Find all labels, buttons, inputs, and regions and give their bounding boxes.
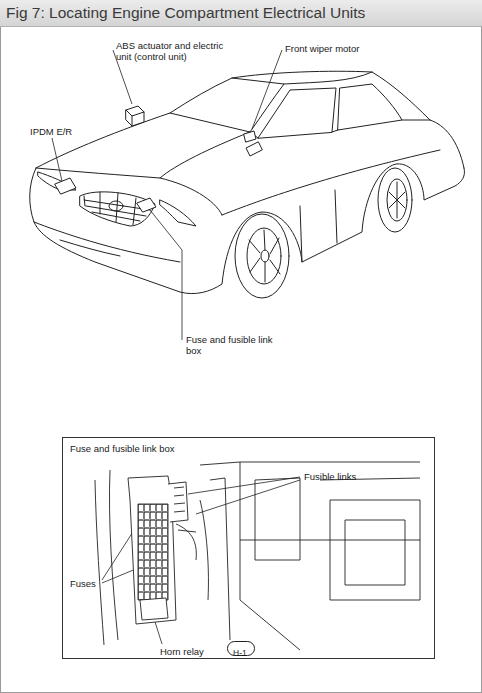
connector-code: H-1	[228, 647, 252, 660]
part-label: Fuse and fusible link box	[186, 334, 280, 356]
fuse-box-marker	[137, 198, 156, 212]
inset-frame: Fuse and fusible link boxH-1	[62, 437, 435, 659]
part-label: Fuses	[70, 578, 96, 589]
figure-title: Fig 7: Locating Engine Compartment Elect…	[6, 4, 365, 22]
car-drawing	[30, 71, 465, 298]
fuse-box-illustration	[95, 462, 420, 650]
part-label: IPDM E/R	[30, 126, 72, 137]
abs-unit	[126, 106, 144, 126]
inset-heading: Fuse and fusible link box	[63, 438, 434, 459]
ipdm-marker	[55, 178, 76, 194]
leader-lines	[52, 50, 300, 644]
part-label: Fusible links	[304, 471, 356, 482]
horn-relay	[140, 598, 168, 620]
part-label: ABS actuator and electric unit (control …	[116, 40, 228, 62]
wiper-motor	[244, 131, 256, 142]
connector-code-oval: H-1	[227, 641, 255, 656]
title-bar: Fig 7: Locating Engine Compartment Elect…	[0, 0, 482, 27]
part-label: Horn relay	[160, 646, 204, 657]
part-label: Front wiper motor	[285, 43, 359, 54]
